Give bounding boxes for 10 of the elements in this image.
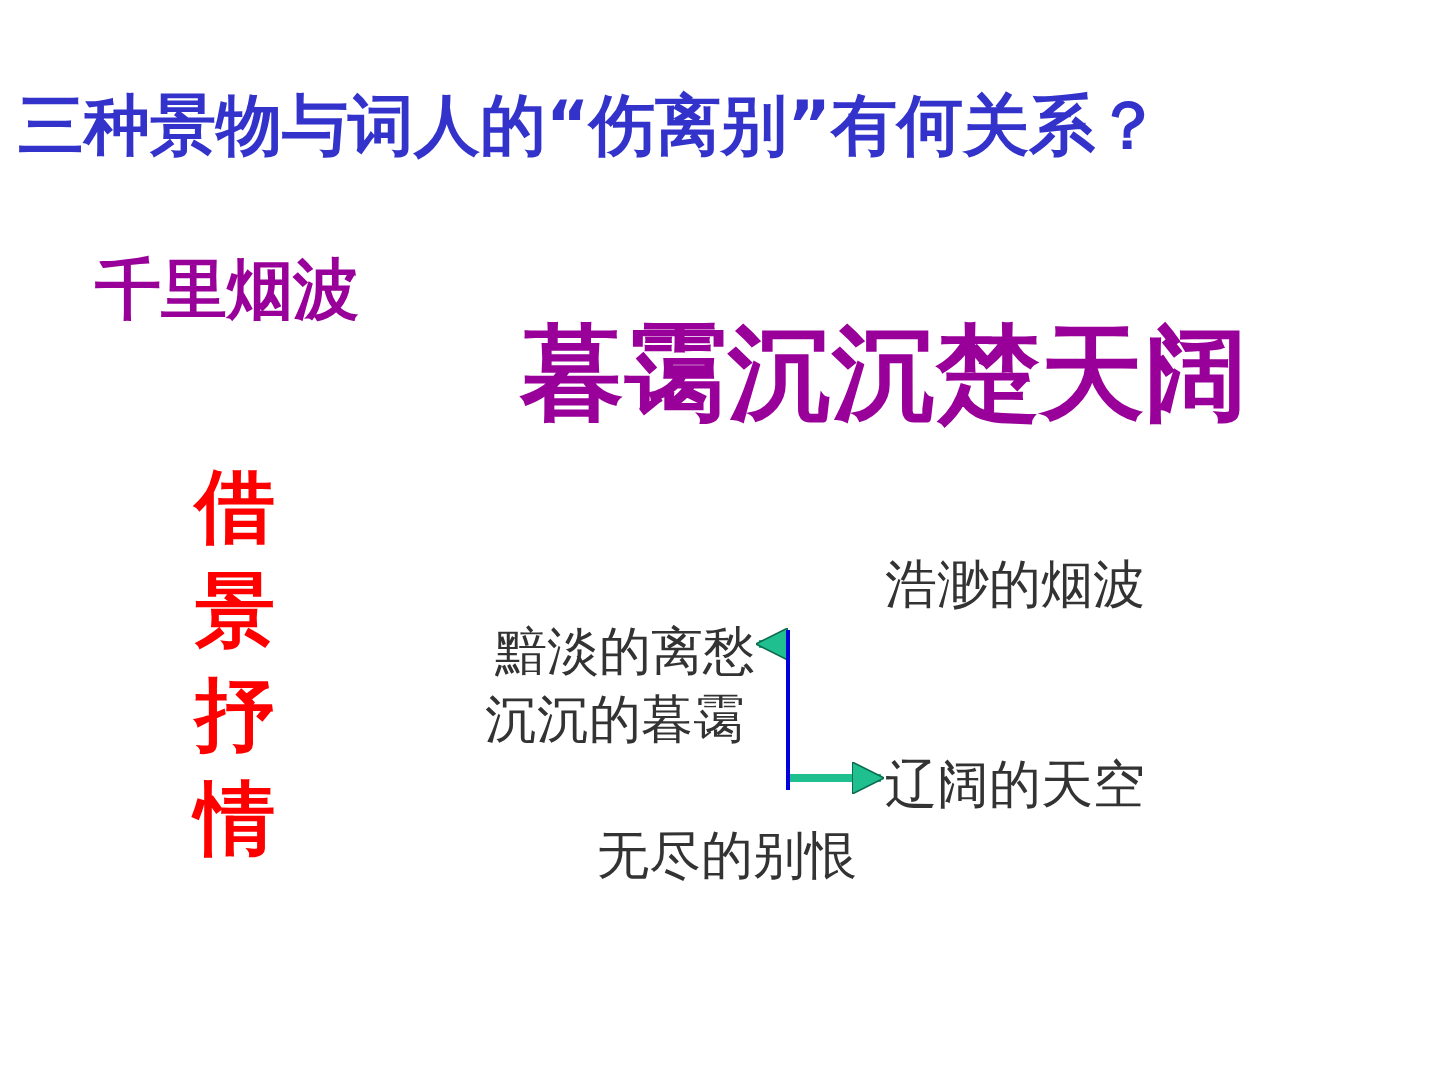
- item-text: 辽阔的天空: [885, 755, 1145, 815]
- heading-text: 千里烟波: [95, 250, 359, 330]
- slide-title: 三种景物与词人的“伤离别”有何关系？: [18, 86, 1162, 166]
- item-text: 黯淡的离愁: [495, 622, 755, 682]
- item-text: 浩渺的烟波: [885, 555, 1145, 615]
- item-text: 无尽的别恨: [597, 826, 857, 886]
- item-text: 沉沉的暮霭: [485, 690, 745, 750]
- arrow: [788, 761, 885, 795]
- arrow: [755, 627, 789, 661]
- poem-line: 暮霭沉沉楚天阔: [520, 310, 1248, 436]
